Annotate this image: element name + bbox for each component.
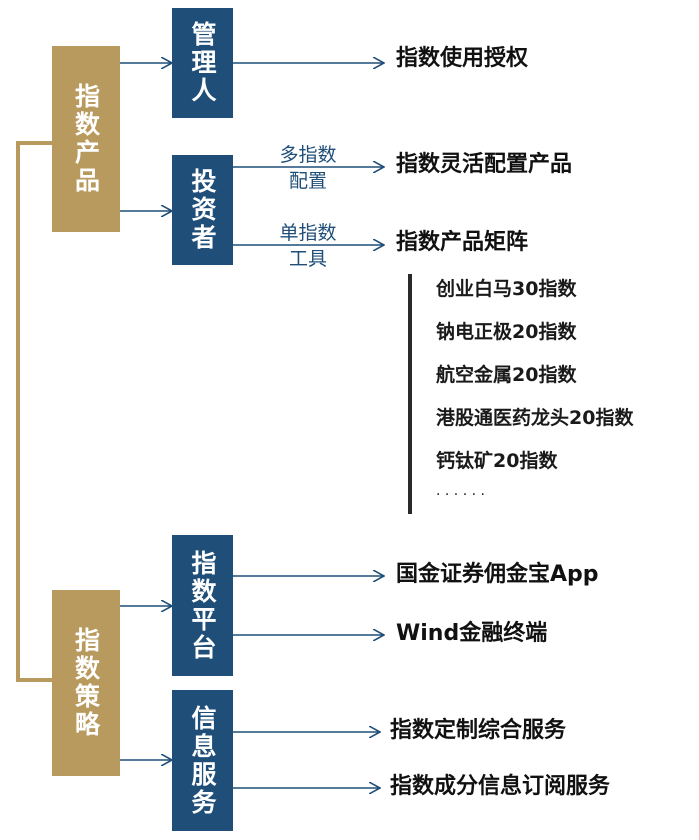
matrix-item: 创业白马30指数 [436, 278, 577, 300]
index-products-box: 指数产品 [52, 46, 120, 232]
matrix-item: 钙钛矿20指数 [436, 450, 558, 472]
target-app: 国金证券佣金宝App [396, 562, 599, 587]
matrix-item: 航空金属20指数 [436, 364, 577, 386]
target-wind-terminal: Wind金融终端 [396, 621, 548, 646]
target-custom-service: 指数定制综合服务 [390, 718, 567, 743]
single-index-label: 单指数 工具 [263, 220, 353, 272]
matrix-item: 钠电正极20指数 [436, 321, 577, 343]
target-subscription-service: 指数成分信息订阅服务 [390, 774, 611, 799]
single-index-label-line2: 工具 [288, 248, 327, 270]
investor-box: 投资者 [172, 155, 233, 265]
target-license: 指数使用授权 [396, 46, 529, 71]
single-index-label-line1: 单指数 [279, 222, 337, 244]
index-platform-box: 指数平台 [172, 535, 233, 676]
multi-index-label: 多指数 配置 [263, 142, 353, 194]
multi-index-label-line1: 多指数 [279, 144, 337, 166]
target-flexible-product: 指数灵活配置产品 [396, 152, 573, 177]
gold-bracket [16, 141, 52, 682]
manager-box: 管理人 [172, 8, 233, 118]
info-service-box: 信息服务 [172, 690, 233, 831]
index-strategy-box: 指数策略 [52, 590, 120, 776]
target-product-matrix: 指数产品矩阵 [396, 230, 529, 255]
multi-index-label-line2: 配置 [288, 170, 327, 192]
matrix-list-bar [408, 274, 412, 514]
matrix-item: 港股通医药龙头20指数 [436, 407, 634, 429]
matrix-item-ellipsis: · · · · · · [436, 487, 485, 503]
